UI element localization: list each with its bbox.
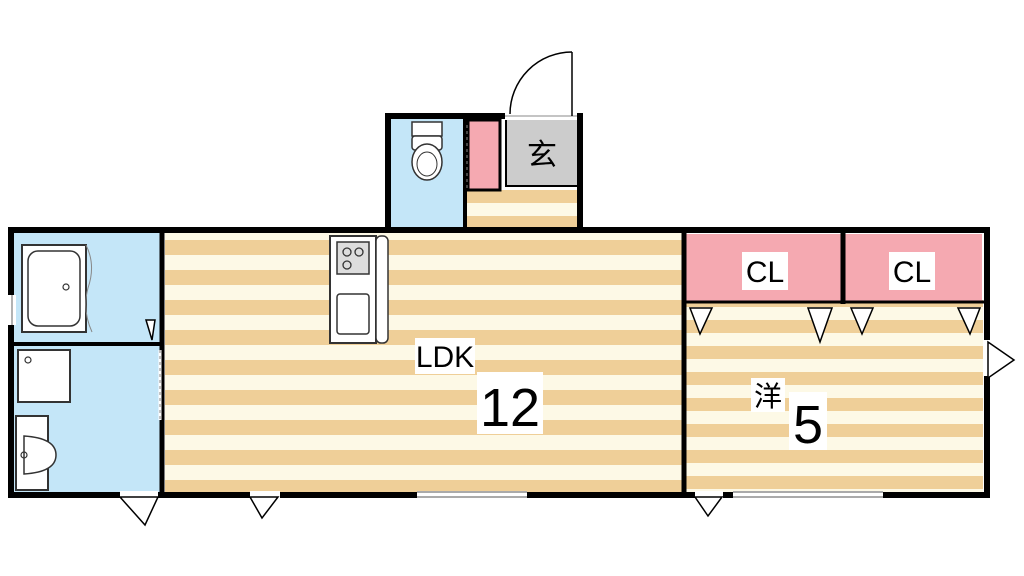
closet-1-label: CL [746, 256, 784, 289]
ldk-size: 12 [480, 378, 540, 438]
bathtub [21, 244, 93, 333]
closet-2-label: CL [893, 256, 931, 289]
western-label-box [751, 378, 785, 412]
western-size: 5 [793, 395, 823, 455]
toilet [411, 121, 443, 181]
wash-basin [15, 415, 57, 491]
door-swings [118, 307, 1016, 527]
entrance-hall-floor [467, 190, 578, 232]
shoe-cabinet [466, 118, 502, 192]
ldk-size-box [477, 372, 543, 434]
closet-1-label-box [742, 252, 788, 290]
washing-machine-space [17, 349, 71, 403]
entrance-door [509, 51, 573, 116]
entrance-tile [505, 117, 579, 187]
western-room-floor [685, 300, 983, 494]
ldk-label-box [415, 338, 475, 374]
western-size-box [789, 392, 827, 450]
wall-openings [8, 112, 991, 499]
entrance-label: 玄 [527, 139, 557, 172]
kitchen-counter [329, 235, 389, 344]
closet-2-label-box [889, 252, 935, 290]
western-label: 洋 [754, 381, 782, 412]
interior-walls [13, 113, 985, 495]
ldk-label: LDK [416, 341, 474, 374]
